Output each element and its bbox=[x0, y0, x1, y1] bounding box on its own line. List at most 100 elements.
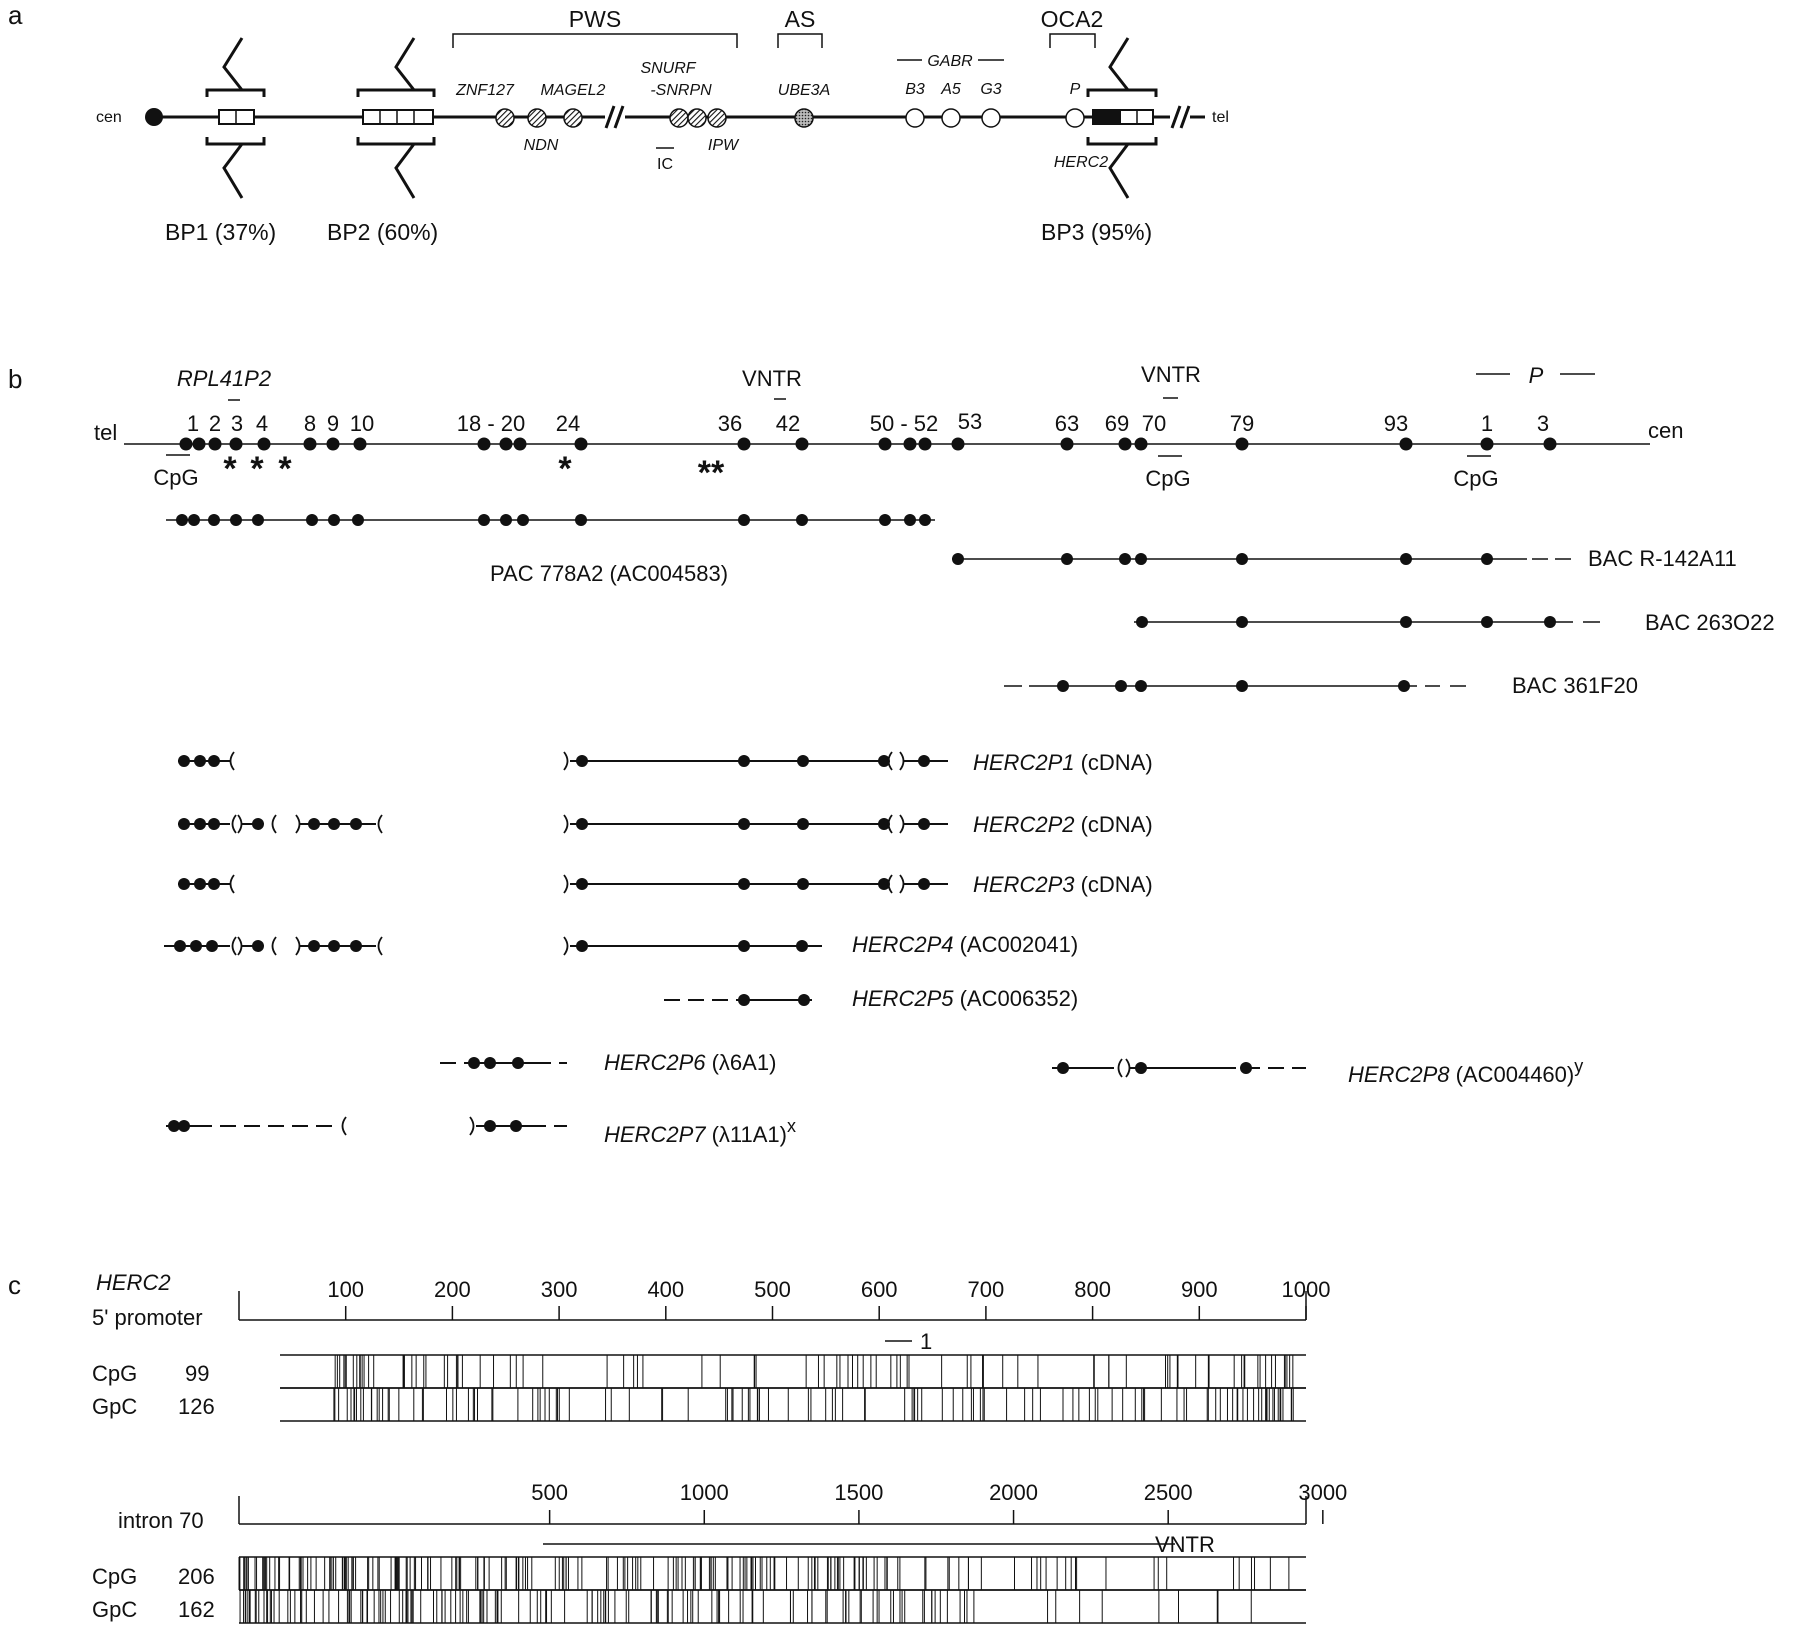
exon-dot bbox=[878, 437, 892, 451]
ruler-tick-label: 600 bbox=[861, 1277, 898, 1302]
exon-num: 3 bbox=[1537, 411, 1549, 436]
label-vntr-1: VNTR bbox=[742, 366, 802, 391]
label-gabr: GABR bbox=[927, 53, 973, 70]
splice-left-paren bbox=[231, 814, 237, 834]
bp1-label: BP1 (37%) bbox=[165, 219, 276, 245]
paralog-exon-dot bbox=[918, 755, 930, 767]
bac2-exon-dots bbox=[1136, 616, 1556, 628]
paralog-exon-dot bbox=[178, 818, 190, 830]
paralog-exon-dot bbox=[308, 940, 320, 952]
intron-site-bars bbox=[238, 1556, 1306, 1624]
label-cen-a: cen bbox=[96, 109, 122, 126]
asterisks-36: ** bbox=[698, 454, 725, 492]
asterisk-3: * bbox=[223, 450, 237, 488]
paralog-label-p3: HERC2P3 (cDNA) bbox=[973, 872, 1153, 897]
paralog-exon-dot bbox=[878, 878, 890, 890]
exon-dot bbox=[257, 437, 271, 451]
gene-magel2 bbox=[563, 108, 583, 128]
pws-bracket bbox=[452, 33, 738, 48]
paralog-exon-dot bbox=[350, 940, 362, 952]
splice-right-paren bbox=[295, 814, 301, 834]
gene-snurf-b bbox=[687, 108, 707, 128]
paralog-exon-dot bbox=[512, 1057, 524, 1069]
exon-dot bbox=[952, 553, 964, 565]
paralog-exon-dot bbox=[208, 755, 220, 767]
cpg-label-3: CpG bbox=[1453, 466, 1498, 491]
exon-num: 42 bbox=[776, 411, 800, 436]
ruler-tick-label: 1000 bbox=[1282, 1277, 1331, 1302]
exon-dot bbox=[1481, 553, 1493, 565]
paralog-label-p1: HERC2P1 (cDNA) bbox=[973, 750, 1153, 775]
cpg-label-2: CpG bbox=[1145, 466, 1190, 491]
bac1-exon-dots bbox=[952, 553, 1493, 565]
label-snurf: SNURF bbox=[640, 60, 696, 77]
paralog-exon-dot bbox=[576, 940, 588, 952]
exon-dot bbox=[208, 437, 222, 451]
paralog-exon-dot bbox=[350, 818, 362, 830]
gene-ube3a bbox=[794, 108, 814, 128]
splice-right-paren bbox=[899, 874, 905, 894]
splice-right-paren bbox=[295, 936, 301, 956]
splice-left-paren bbox=[887, 751, 893, 771]
paralog-exon-dot bbox=[208, 878, 220, 890]
label-herc2: HERC2 bbox=[1054, 154, 1108, 171]
label-ndn: NDN bbox=[524, 137, 559, 154]
paralog-exon-dot bbox=[194, 818, 206, 830]
break-mark-2 bbox=[613, 105, 625, 129]
pac-exon-dots bbox=[176, 514, 931, 526]
ruler-tick-label: 400 bbox=[647, 1277, 684, 1302]
exon-dot bbox=[1398, 680, 1410, 692]
exon-dot bbox=[1235, 437, 1249, 451]
exon-dot bbox=[513, 437, 527, 451]
splice-right-paren bbox=[899, 814, 905, 834]
splice-left-paren bbox=[1117, 1058, 1123, 1078]
splice-left-paren bbox=[229, 751, 235, 771]
exon-dot bbox=[1060, 437, 1074, 451]
exon-dot bbox=[176, 514, 188, 526]
break-mark-1 bbox=[604, 105, 616, 129]
exon-num: 8 bbox=[304, 411, 316, 436]
exon-dot bbox=[1236, 553, 1248, 565]
asterisk-24: * bbox=[558, 450, 572, 488]
exon-dot bbox=[353, 437, 367, 451]
panel-a: a cen tel BP1 (37%) bbox=[8, 0, 1229, 245]
paralog-exon-dot bbox=[174, 940, 186, 952]
exon-dot bbox=[1236, 680, 1248, 692]
break-mark-3 bbox=[1170, 105, 1182, 129]
paralog-exon-dot bbox=[797, 818, 809, 830]
paralog-exon-dot bbox=[918, 878, 930, 890]
exon-dot bbox=[1400, 553, 1412, 565]
label-ipw: IPW bbox=[708, 137, 740, 154]
exon-dot bbox=[499, 437, 513, 451]
cpg-label-1: CpG bbox=[153, 465, 198, 490]
paralog-exon-dot bbox=[1135, 1062, 1147, 1074]
row1-gpc-count: 126 bbox=[178, 1394, 215, 1419]
asterisk-4: * bbox=[250, 450, 264, 488]
splice-left-paren bbox=[271, 936, 277, 956]
as-bracket bbox=[777, 33, 823, 48]
bp2-region bbox=[356, 37, 436, 199]
promoter-title-1: HERC2 bbox=[96, 1270, 171, 1295]
centromere-dot bbox=[145, 108, 163, 126]
splice-right-paren bbox=[469, 1116, 475, 1136]
gene-gabra5 bbox=[941, 108, 961, 128]
exon-dot bbox=[478, 514, 490, 526]
label-magel2: MAGEL2 bbox=[541, 82, 606, 99]
paralog-exon-dot bbox=[308, 818, 320, 830]
exon-num: 70 bbox=[1142, 411, 1166, 436]
exon-dot bbox=[252, 514, 264, 526]
ruler-tick-label: 500 bbox=[754, 1277, 791, 1302]
exon-dot bbox=[192, 437, 206, 451]
paralog-exon-dot bbox=[484, 1120, 496, 1132]
splice-left-paren bbox=[341, 1116, 347, 1136]
exon-dot bbox=[575, 514, 587, 526]
exon-dot bbox=[904, 514, 916, 526]
label-tel-a: tel bbox=[1212, 109, 1229, 126]
exon-dot bbox=[903, 437, 917, 451]
label-p: P bbox=[1070, 81, 1081, 98]
exon-dot bbox=[328, 514, 340, 526]
label-tel-b: tel bbox=[94, 420, 117, 445]
paralog-exon-dot bbox=[328, 818, 340, 830]
